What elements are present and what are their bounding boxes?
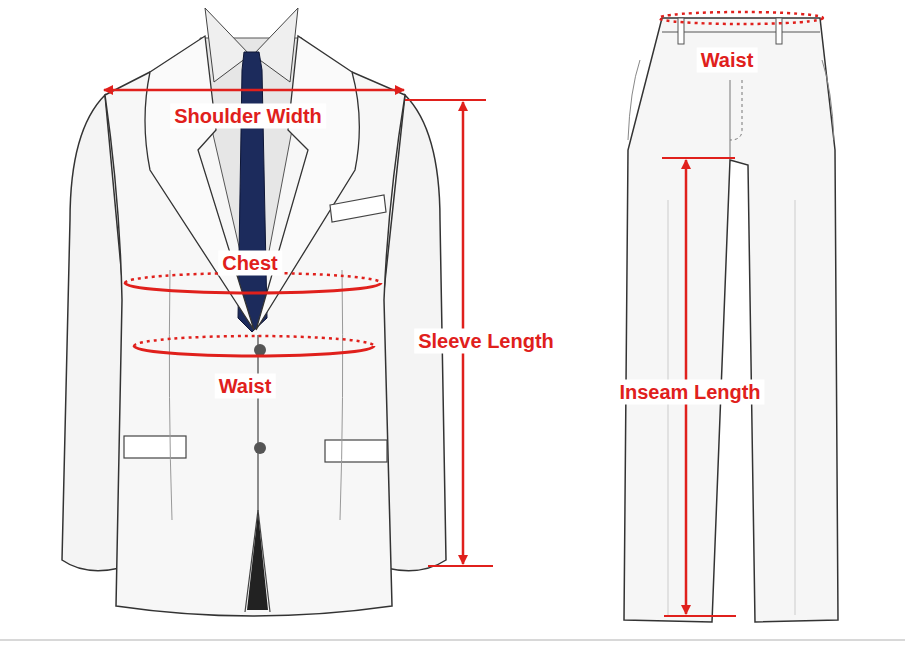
inseam-length-label: Inseam Length [615, 380, 764, 405]
shoulder-width-label: Shoulder Width [170, 104, 326, 129]
pants-waist-label: Waist [697, 48, 758, 73]
jacket-waist-label: Waist [215, 374, 276, 399]
chest-label: Chest [218, 251, 282, 276]
sleeve-length-label: Sleeve Length [414, 329, 558, 354]
